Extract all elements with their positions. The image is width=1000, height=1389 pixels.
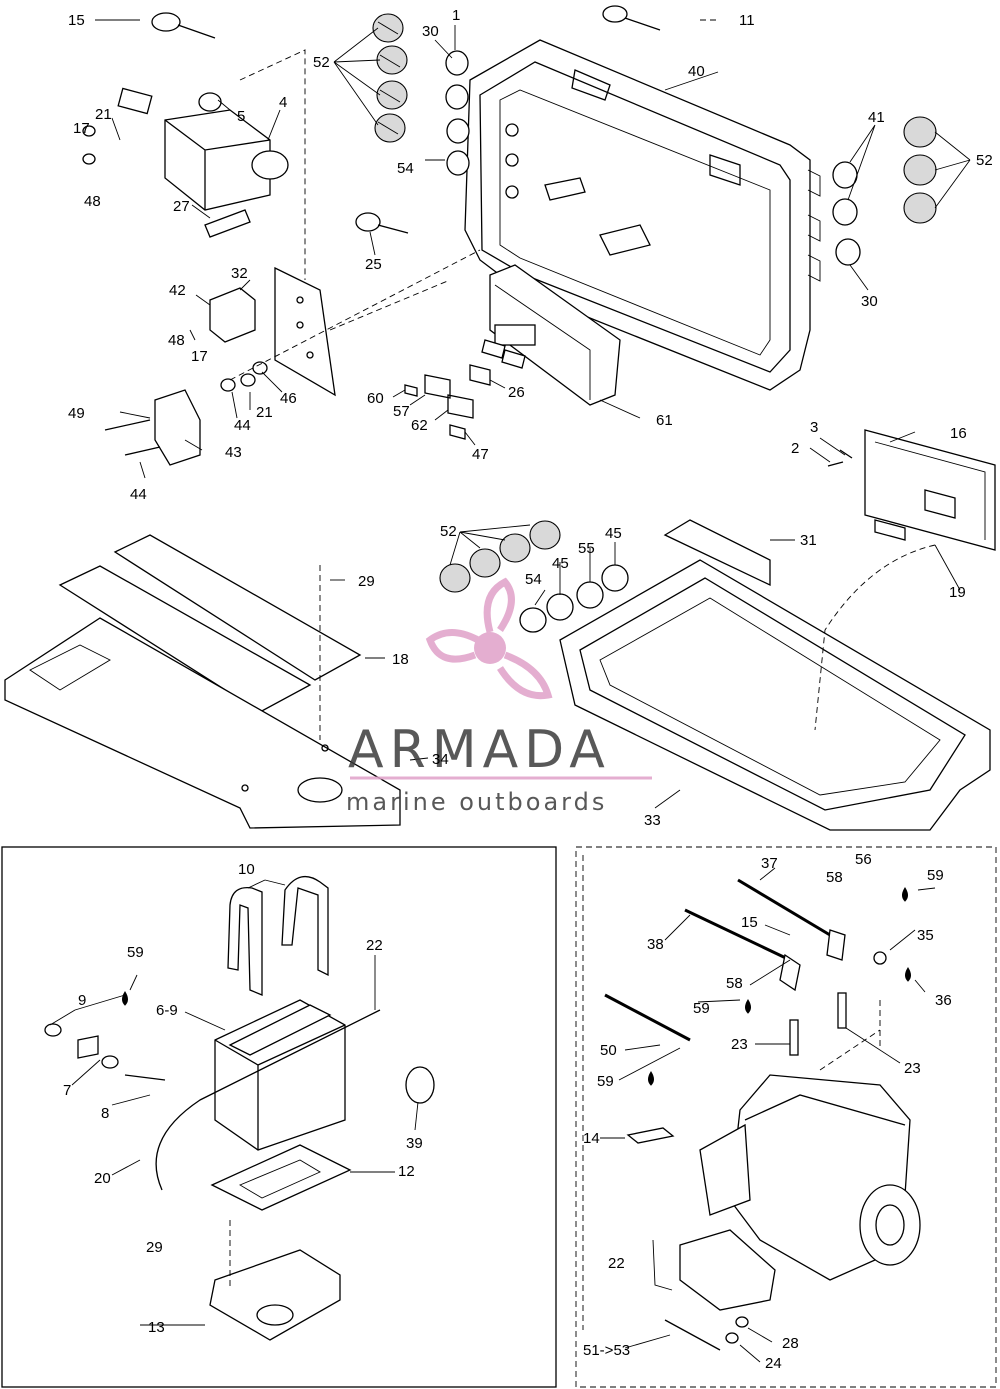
watermark-tagline: marine outboards: [346, 788, 608, 816]
callout-label: 23: [731, 1036, 748, 1053]
callout-label: 28: [782, 1335, 799, 1352]
watermark-brand: ARMADA: [348, 720, 611, 780]
leader-lines: [49, 19, 971, 1363]
callout-label: 39: [406, 1135, 423, 1152]
battery-assembly: [44, 875, 435, 1341]
callout-label: 9: [78, 992, 87, 1009]
callout-label: 54: [397, 160, 414, 177]
callout-label: 20: [94, 1170, 111, 1187]
callout-label: 23: [904, 1060, 921, 1077]
callout-label: 52: [976, 152, 993, 169]
callout-label: 54: [525, 571, 542, 588]
callout-label: 6-9: [156, 1002, 178, 1019]
callout-label: 21: [95, 106, 112, 123]
callout-label: 41: [868, 109, 885, 126]
callout-label: 19: [949, 584, 966, 601]
callout-label: 3: [810, 419, 819, 436]
callout-label: 52: [313, 54, 330, 71]
callout-label: 29: [146, 1239, 163, 1256]
installation-lines: [229, 19, 936, 1330]
callout-label: 60: [367, 390, 384, 407]
callout-label: 33: [644, 812, 661, 829]
callout-label: 52: [440, 523, 457, 540]
callout-label: 59: [693, 1000, 710, 1017]
callout-label: 59: [597, 1073, 614, 1090]
callout-label: 42: [169, 282, 186, 299]
callout-label: 24: [765, 1355, 782, 1372]
callout-label: 35: [917, 927, 934, 944]
callout-label: 8: [101, 1105, 110, 1122]
callout-label: 26: [508, 384, 525, 401]
callout-label: 16: [950, 425, 967, 442]
callout-label: 38: [647, 936, 664, 953]
callout-label: 5: [237, 108, 246, 125]
callout-label: 59: [927, 867, 944, 884]
bracket-plate-46: [104, 266, 336, 466]
callout-label: 59: [127, 944, 144, 961]
callout-label: 22: [366, 937, 383, 954]
callout-label: 17: [191, 348, 208, 365]
callout-label: 62: [411, 417, 428, 434]
callout-label: 17: [73, 120, 90, 137]
callout-label: 45: [552, 555, 569, 572]
callout-label: 57: [393, 403, 410, 420]
callout-label: 30: [422, 23, 439, 40]
callout-label: 11: [739, 12, 755, 29]
fuse-holder-16: [827, 429, 996, 551]
callout-label: 4: [279, 94, 288, 111]
callout-label: 58: [826, 869, 843, 886]
engine-inset-frame: [575, 846, 997, 1388]
callout-label: 7: [63, 1082, 72, 1099]
callout-label: 25: [365, 256, 382, 273]
grommets-right: [832, 116, 937, 266]
callout-label: 10: [238, 861, 255, 878]
callout-label: 51->53: [583, 1342, 631, 1359]
callout-label: 36: [935, 992, 952, 1009]
callout-label: 21: [256, 404, 273, 421]
callout-label: 34: [432, 751, 449, 768]
callout-label: 14: [583, 1130, 600, 1147]
callout-label: 15: [741, 914, 758, 931]
callout-label: 43: [225, 444, 242, 461]
callout-label: 27: [173, 198, 190, 215]
module-61: [404, 264, 621, 440]
callout-label: 61: [656, 412, 673, 429]
base-plate-18: [4, 534, 401, 829]
callout-label: 37: [761, 855, 778, 872]
callout-label: 40: [688, 63, 705, 80]
callout-label: 49: [68, 405, 85, 422]
callout-label: 30: [861, 293, 878, 310]
callout-label: 44: [234, 417, 251, 434]
callout-label: 15: [68, 12, 85, 29]
callout-label: 56: [855, 851, 872, 868]
callout-label: 45: [605, 525, 622, 542]
lower-box-33: [439, 519, 991, 831]
callout-label: 48: [168, 332, 185, 349]
callout-label: 48: [84, 193, 101, 210]
callout-label: 13: [148, 1319, 165, 1336]
callout-label: 50: [600, 1042, 617, 1059]
callout-label: 32: [231, 265, 248, 282]
callout-label: 1: [452, 7, 461, 24]
engine-assembly: [122, 878, 921, 1351]
callout-label: 18: [392, 651, 409, 668]
callout-label: 2: [791, 440, 800, 457]
propeller-logo-icon: [350, 577, 652, 780]
grommets-52-top: [372, 13, 470, 176]
callout-label: 12: [398, 1163, 415, 1180]
relay-assembly-4: [82, 87, 289, 238]
callout-label: 29: [358, 573, 375, 590]
callout-label: 58: [726, 975, 743, 992]
callout-label: 44: [130, 486, 147, 503]
callout-label: 55: [578, 540, 595, 557]
callout-label: 46: [280, 390, 297, 407]
cable-ties: [151, 5, 661, 234]
callout-label: 47: [472, 446, 489, 463]
callout-label: 31: [800, 532, 817, 549]
callout-label: 22: [608, 1255, 625, 1272]
battery-inset-frame: [1, 846, 557, 1388]
